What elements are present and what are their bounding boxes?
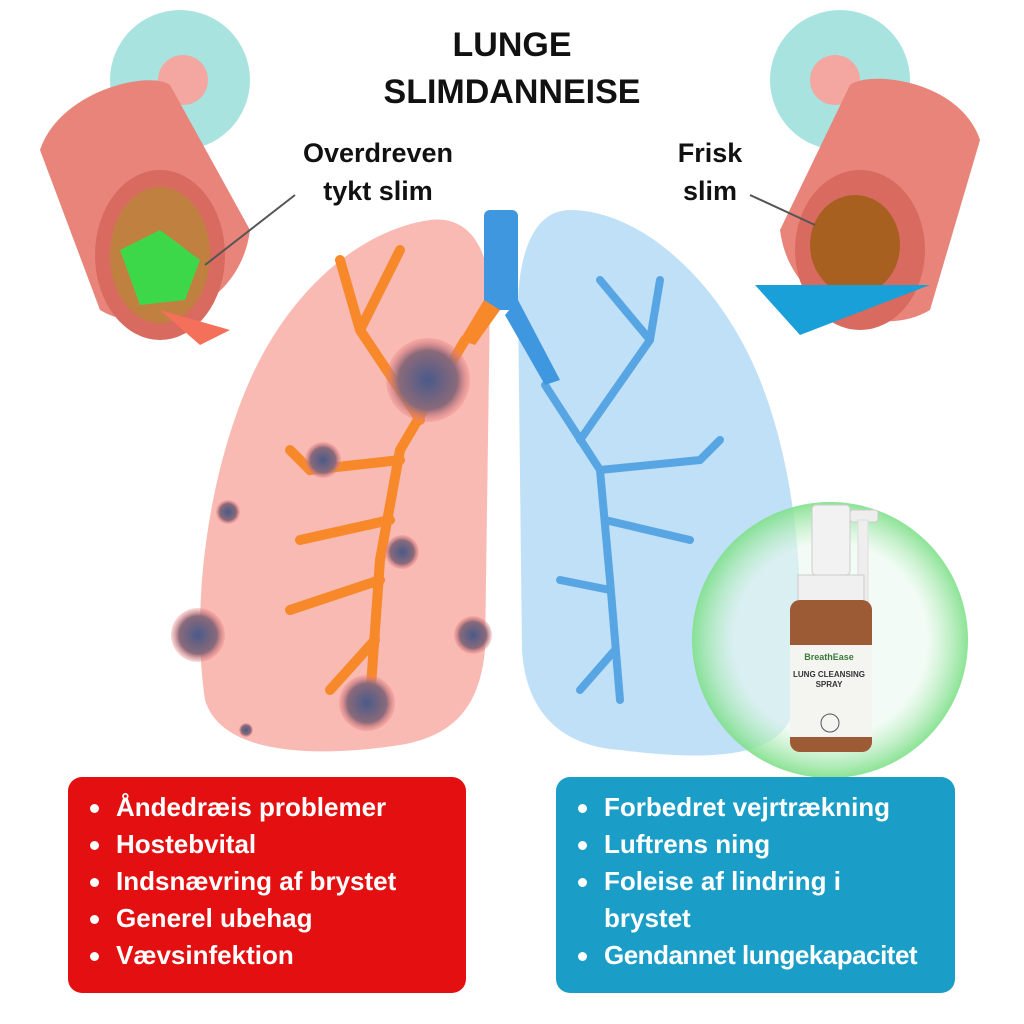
symptom-item: Hostebvital (90, 826, 466, 863)
label-line: slim (682, 176, 738, 206)
title-line-1: LUNGE (452, 26, 572, 64)
title-line-2: SLIMDANNEISE (383, 73, 641, 111)
benefit-item: Foleise af lindring i brystet (578, 863, 904, 937)
symptom-item: Indsnævring af brystet (90, 863, 466, 900)
right-airways (541, 276, 724, 704)
spray-bottle-icon (790, 504, 879, 752)
label-healthy-mucus: Frisk slim (650, 134, 770, 210)
page-title: LUNGE SLIMDANNEISE (312, 22, 712, 116)
left-airways (285, 245, 470, 705)
product-label: BreathEase LUNG CLEANSING SPRAY (792, 652, 866, 690)
label-line: Frisk (677, 138, 743, 168)
symptom-item: Generel ubehag (90, 900, 466, 937)
benefit-item: Forbedret vejrtrækning (578, 789, 955, 826)
mucus-germs (171, 338, 492, 737)
bronchus-healthy (749, 10, 980, 335)
bronchus-unhealthy (40, 10, 296, 345)
trachea (484, 210, 518, 310)
product-name: LUNG CLEANSING SPRAY (793, 670, 865, 689)
symptoms-box: Åndedræis problemer Hostebvital Indsnævr… (68, 777, 466, 993)
label-line: tykt slim (323, 176, 433, 206)
symptom-item: Vævsinfektion (90, 937, 466, 974)
benefits-box: Forbedret vejrtrækning Luftrens ning Fol… (556, 777, 955, 993)
product-brand: BreathEase (804, 652, 854, 662)
label-unhealthy-mucus: Overdreven tykt slim (283, 134, 473, 210)
label-line: Overdreven (302, 138, 454, 168)
benefit-item: Luftrens ning (578, 826, 955, 863)
symptom-item: Åndedræis problemer (90, 789, 466, 826)
benefit-item: Gendannet lungekapacitet (578, 937, 955, 974)
